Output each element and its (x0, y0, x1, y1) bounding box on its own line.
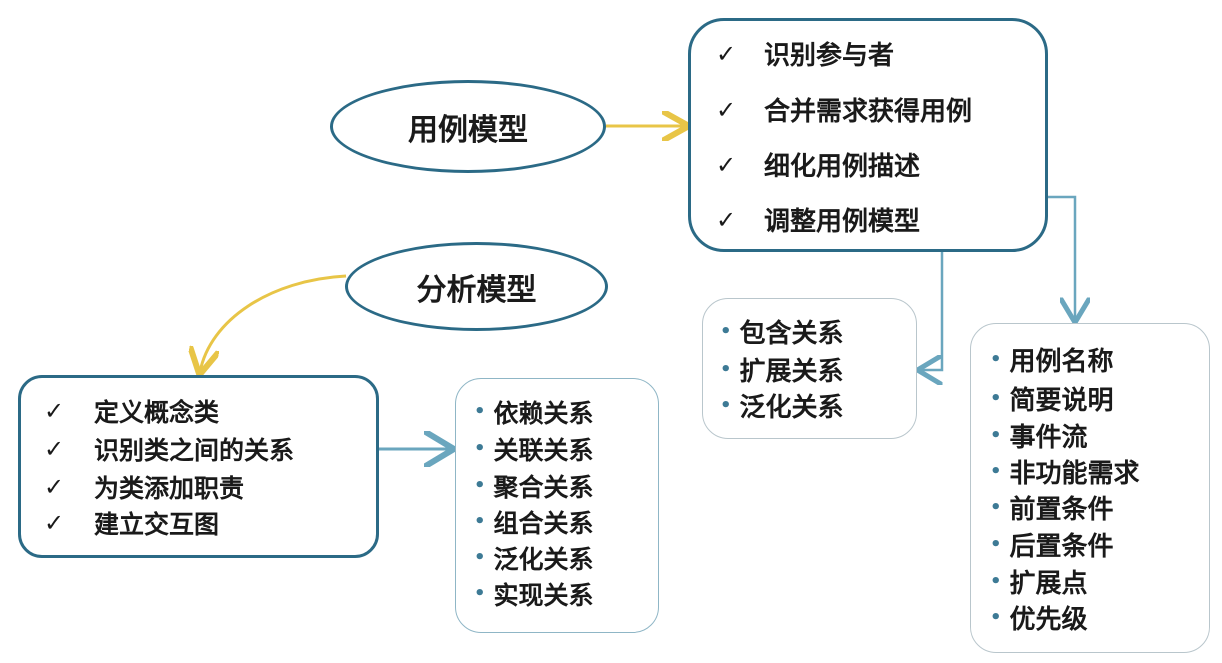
class-relation-item: • 组合关系 (474, 504, 594, 540)
use-case-step: ✓ 合并需求获得用例 (716, 91, 972, 128)
item-label: 识别类之间的关系 (94, 435, 295, 465)
use-case-description-item: • 用例名称 (990, 341, 1114, 378)
class-relation-item: • 泛化关系 (474, 540, 594, 576)
item-label: 细化用例描述 (764, 152, 921, 183)
use-case-relation-item: • 扩展关系 (720, 351, 844, 388)
bullet-icon: • (990, 425, 1002, 447)
use-case-step: ✓ 细化用例描述 (716, 146, 920, 183)
use-case-relations-box (702, 298, 917, 439)
item-label: 聚合关系 (493, 472, 594, 502)
use-case-description-box (970, 323, 1210, 653)
check-icon: ✓ (716, 205, 737, 234)
check-icon: ✓ (716, 39, 737, 68)
analysis-model-node: 分析模型 (345, 242, 608, 331)
item-label: 泛化关系 (493, 544, 594, 574)
check-icon: ✓ (44, 434, 65, 463)
item-label: 实现关系 (493, 580, 594, 610)
class-relation-item: • 关联关系 (474, 431, 594, 467)
analysis-step: ✓ 建立交互图 (44, 505, 219, 541)
use-case-relation-item: • 包含关系 (720, 313, 844, 350)
item-label: 简要说明 (1009, 386, 1114, 417)
item-label: 定义概念类 (94, 397, 220, 427)
bullet-icon: • (474, 401, 486, 423)
item-label: 识别参与者 (764, 41, 895, 72)
bullet-icon: • (990, 607, 1002, 629)
item-label: 用例名称 (1009, 347, 1114, 378)
use-case-step: ✓ 调整用例模型 (716, 201, 920, 238)
bullet-icon: • (990, 571, 1002, 593)
use-case-steps-box (688, 18, 1048, 252)
item-label: 关联关系 (493, 435, 594, 465)
bullet-icon: • (474, 438, 486, 460)
bullet-icon: • (720, 359, 732, 381)
item-label: 合并需求获得用例 (764, 97, 973, 128)
bullet-icon: • (474, 475, 486, 497)
bullet-icon: • (474, 547, 486, 569)
use-case-step: ✓ 识别参与者 (716, 35, 894, 72)
item-label: 建立交互图 (94, 509, 220, 539)
check-icon: ✓ (44, 396, 65, 425)
use-case-description-item: • 扩展点 (990, 563, 1088, 600)
class-relations-box (455, 378, 659, 633)
bullet-icon: • (720, 395, 732, 417)
use-case-description-item: • 优先级 (990, 599, 1088, 636)
use-case-model-node: 用例模型 (330, 80, 606, 173)
use-case-relation-item: • 泛化关系 (720, 387, 844, 424)
item-label: 优先级 (1009, 605, 1088, 636)
use-case-description-item: • 前置条件 (990, 489, 1114, 526)
use-case-description-item: • 后置条件 (990, 526, 1114, 563)
analysis-steps-box (18, 375, 379, 558)
item-label: 前置条件 (1009, 495, 1114, 526)
use-case-description-item: • 简要说明 (990, 380, 1114, 417)
item-label: 依赖关系 (493, 398, 594, 428)
item-label: 后置条件 (1009, 532, 1114, 563)
analysis-model-title: 分析模型 (416, 272, 537, 308)
bullet-icon: • (990, 349, 1002, 371)
arrow-analysis-to-steps (200, 274, 347, 372)
use-case-description-item: • 非功能需求 (990, 453, 1140, 490)
check-icon: ✓ (716, 150, 737, 179)
check-icon: ✓ (716, 95, 737, 124)
item-label: 泛化关系 (739, 393, 844, 424)
analysis-step: ✓ 识别类之间的关系 (44, 431, 294, 467)
class-relation-item: • 实现关系 (474, 576, 594, 612)
bullet-icon: • (990, 534, 1002, 556)
item-label: 非功能需求 (1009, 459, 1140, 490)
item-label: 包含关系 (739, 319, 844, 350)
use-case-model-title: 用例模型 (408, 112, 528, 148)
check-icon: ✓ (44, 472, 65, 501)
bullet-icon: • (720, 321, 732, 343)
analysis-step: ✓ 定义概念类 (44, 393, 219, 429)
class-relation-item: • 聚合关系 (474, 468, 594, 504)
use-case-description-item: • 事件流 (990, 417, 1088, 454)
analysis-step: ✓ 为类添加职责 (44, 469, 244, 505)
item-label: 扩展关系 (739, 357, 844, 388)
bullet-icon: • (474, 583, 486, 605)
item-label: 事件流 (1009, 423, 1088, 454)
bullet-icon: • (990, 461, 1002, 483)
item-label: 组合关系 (493, 508, 594, 538)
item-label: 为类添加职责 (94, 473, 245, 503)
check-icon: ✓ (44, 508, 65, 537)
bullet-icon: • (990, 497, 1002, 519)
bullet-icon: • (990, 388, 1002, 410)
item-label: 调整用例模型 (764, 207, 921, 238)
item-label: 扩展点 (1009, 569, 1088, 600)
bullet-icon: • (474, 511, 486, 533)
class-relation-item: • 依赖关系 (474, 394, 594, 430)
